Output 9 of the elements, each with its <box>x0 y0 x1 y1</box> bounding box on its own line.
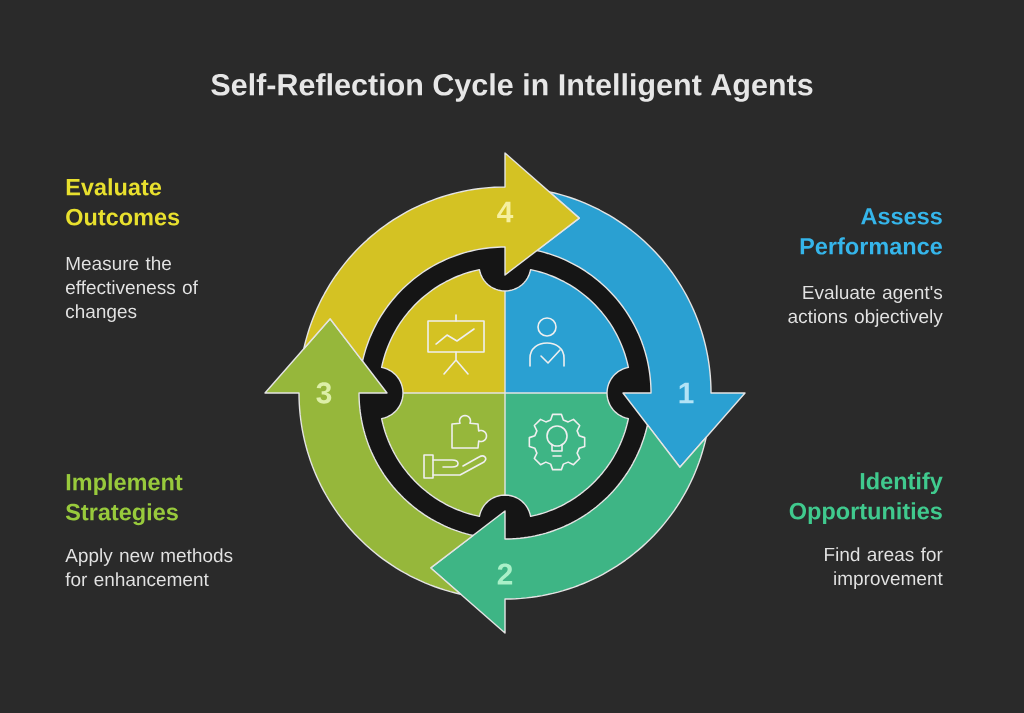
step-description: Find areas for improvement <box>825 547 943 589</box>
step-heading: Identify Opportunities <box>789 472 943 525</box>
step-description: Evaluate agent's actions objectively <box>788 285 943 327</box>
step-description: Measure the effectiveness of changes <box>66 256 198 322</box>
step-heading: Evaluate Outcomes <box>66 178 180 226</box>
step-heading: Assess Performance <box>800 208 942 255</box>
title: Self-Reflection Cycle in Intelligent Agents <box>211 73 813 102</box>
step-heading: Implement Strategies <box>65 473 183 526</box>
step-description: Apply new methods for enhancement <box>65 548 233 587</box>
